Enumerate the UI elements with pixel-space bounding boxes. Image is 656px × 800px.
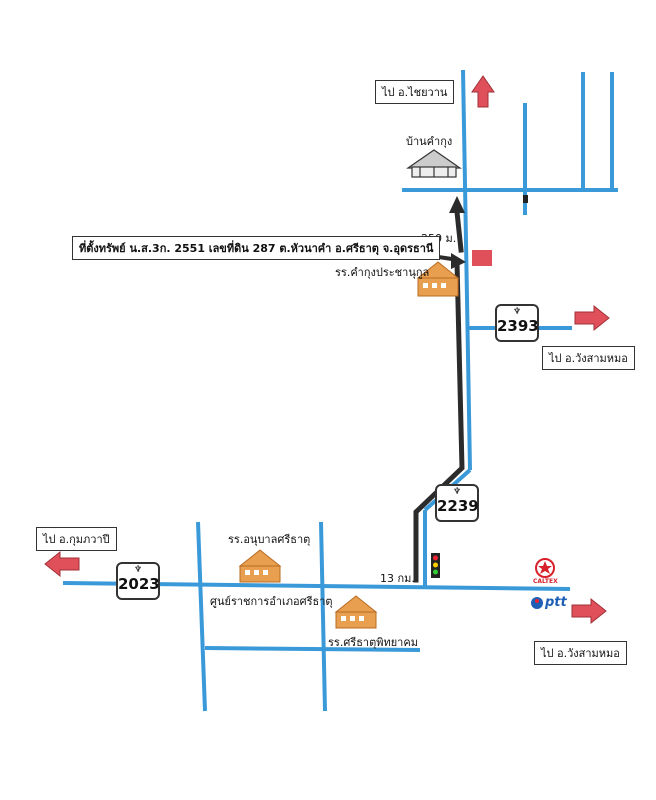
label-distance-13: 13 กม. (380, 572, 415, 585)
label-property: ที่ตั้งทรัพย์ น.ส.3ก. 2551 เลขที่ดิน 287… (72, 236, 441, 260)
arrow-left-icon (44, 550, 80, 578)
label-to-kumphawapi: ไป อ.กุมภวาปี (36, 527, 117, 551)
ptt-logo-icon (531, 597, 543, 609)
caltex-logo-icon (535, 558, 555, 578)
route-arrow-head-lower (451, 253, 466, 269)
route-number: 2393 (497, 317, 539, 335)
road-town-horizontal (204, 646, 421, 652)
label-school-srithat: รร.ศรีธาตุพิทยาคม (328, 636, 418, 649)
route-path (413, 259, 465, 583)
label-caltex: CALTEX (533, 578, 558, 585)
route-number: 2023 (118, 575, 160, 593)
road-town-vertical-2 (319, 521, 327, 712)
arrow-right-icon (571, 597, 607, 625)
label-ban-kham-kung: บ้านคำกุง (406, 135, 453, 148)
traffic-light-icon (431, 553, 440, 578)
house-icon (406, 149, 462, 178)
label-school-kham-kung: รร.คำกุงประชานุกูล (335, 266, 430, 279)
route-shield-mark: ♆ (452, 487, 462, 497)
route-shield-mark: ♆ (133, 565, 143, 575)
label-to-wang-sam-mo-1: ไป อ.วังสามหมอ (542, 346, 635, 370)
label-school-anuban: รร.อนุบาลศรีธาตุ (228, 533, 311, 546)
label-to-chaiwan: ไป อ.ไชยวาน (375, 80, 455, 104)
road-town-vertical-1 (196, 521, 207, 712)
route-shield-2239: ♆ 2239 (435, 484, 479, 522)
school-icon (238, 549, 282, 583)
route-arrow-head-upper (449, 196, 465, 213)
label-to-wang-sam-mo-2: ไป อ.วังสามหมอ (534, 641, 627, 665)
route-arrow-shaft (454, 209, 464, 253)
route-shield-2023: ♆ 2023 (116, 562, 160, 600)
property-marker-icon (472, 250, 492, 266)
road-main-north (461, 69, 472, 471)
label-ptt: ptt (545, 595, 567, 610)
arrow-right-icon (574, 304, 610, 332)
school-icon (334, 595, 378, 629)
arrow-up-icon (471, 75, 495, 108)
label-district-office: ศูนย์ราชการอำเภอศรีธาตุ (210, 595, 333, 608)
school-icon (416, 261, 460, 297)
marker-black (523, 195, 528, 203)
route-shield-2393: ♆ 2393 (495, 304, 539, 342)
route-shield-mark: ♆ (512, 307, 522, 317)
route-number: 2239 (437, 497, 479, 515)
